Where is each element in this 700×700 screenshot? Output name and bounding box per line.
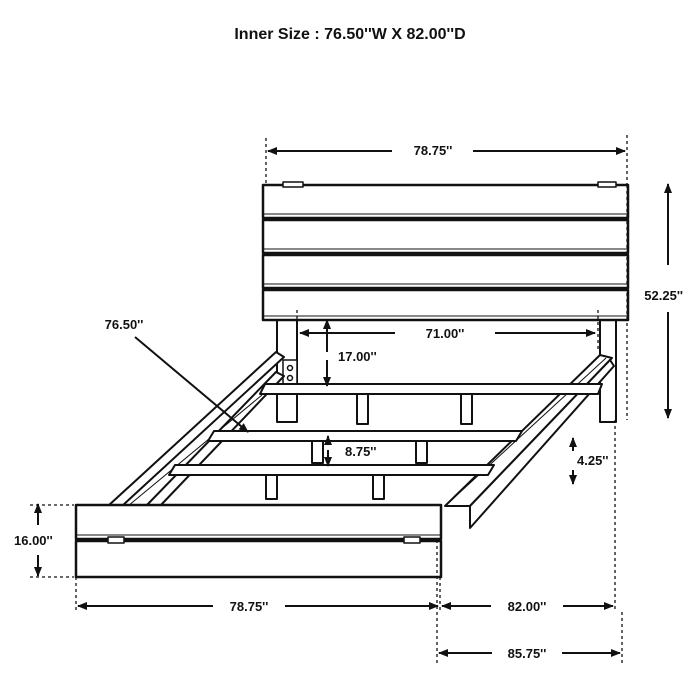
side-rail-height-label: 4.25''	[577, 453, 608, 468]
footboard-plank	[74, 503, 443, 541]
rail-bracket-hardware	[282, 359, 298, 387]
dimension-labels: 78.75'' 52.25'' 71.00'' 17.00'' 76.50'' …	[14, 143, 683, 661]
footboard-width-label: 78.75''	[230, 599, 269, 614]
left-side-rail	[107, 351, 285, 507]
slat-clearance-label: 17.00''	[338, 349, 377, 364]
inner-width-label: 76.50''	[105, 317, 144, 332]
headboard-plank	[261, 183, 630, 220]
headboard-plank	[261, 288, 630, 322]
dimension-arrows	[34, 147, 672, 657]
headboard-plank	[261, 218, 630, 255]
slat-support-height-label: 8.75''	[345, 444, 376, 459]
overall-depth-label: 85.75''	[508, 646, 547, 661]
post-spacing-label: 71.00''	[426, 326, 465, 341]
slat-rail	[207, 430, 523, 464]
headboard-height-label: 52.25''	[644, 288, 683, 303]
footboard	[74, 503, 443, 579]
headboard-plank	[261, 253, 630, 290]
headboard	[261, 181, 630, 322]
inner-depth-label: 82.00''	[508, 599, 547, 614]
footboard-plank	[74, 539, 443, 579]
bed-drawing	[74, 181, 630, 579]
diagram-title: Inner Size : 76.50''W X 82.00''D	[234, 26, 466, 43]
headboard-width-label: 78.75''	[414, 143, 453, 158]
slat-rail	[259, 383, 603, 425]
slat-rail	[168, 464, 495, 500]
footboard-height-label: 16.00''	[14, 533, 53, 548]
